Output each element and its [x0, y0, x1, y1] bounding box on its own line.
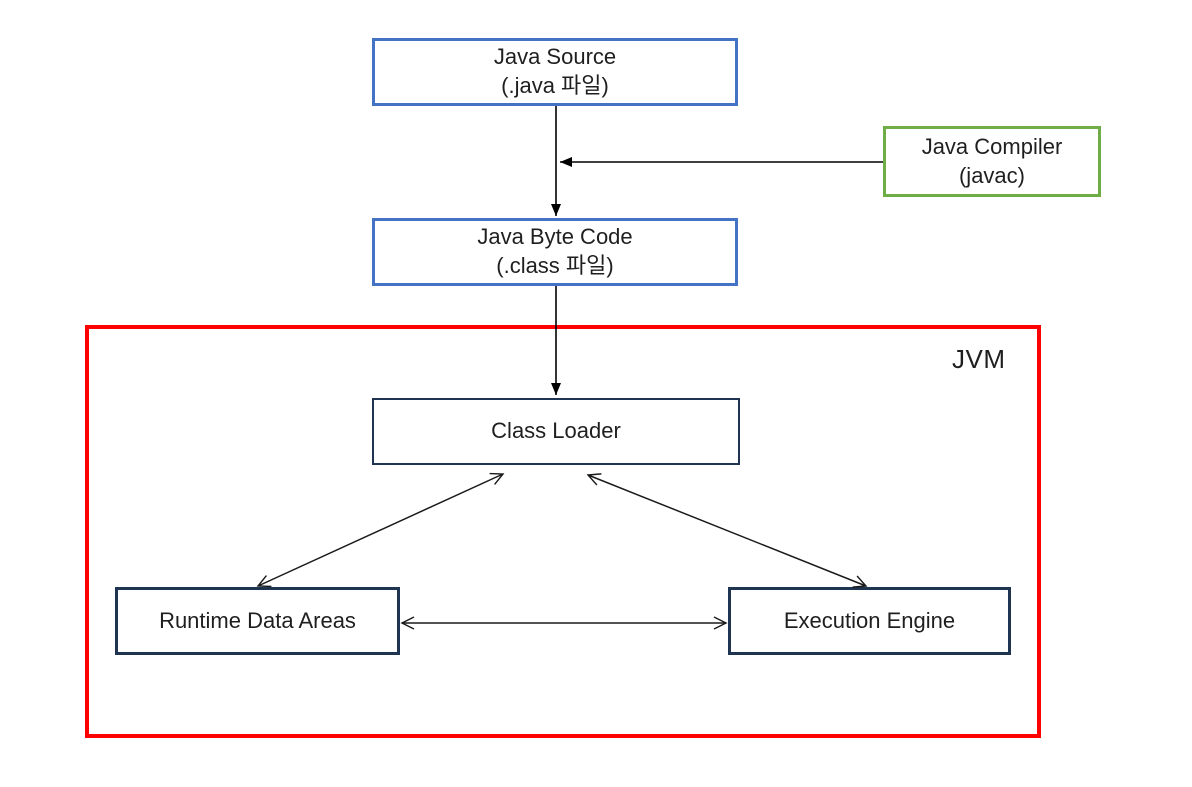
java-byte-code-title: Java Byte Code	[477, 224, 633, 250]
node-java-byte-code: Java Byte Code (.class 파일)	[372, 218, 738, 286]
java-source-title: Java Source	[493, 44, 617, 70]
node-class-loader: Class Loader	[372, 398, 740, 465]
node-java-source: Java Source (.java 파일)	[372, 38, 738, 106]
java-source-subtitle: (.java 파일)	[501, 73, 609, 98]
java-compiler-title: Java Compiler	[921, 133, 1063, 159]
jvm-container-box	[85, 325, 1041, 738]
class-loader-title: Class Loader	[491, 418, 621, 444]
node-java-compiler: Java Compiler (javac)	[883, 126, 1101, 197]
node-execution-engine: Execution Engine	[728, 587, 1011, 655]
jvm-label: JVM	[952, 344, 1006, 374]
java-compiler-subtitle: (javac)	[958, 162, 1025, 188]
node-runtime-data-areas: Runtime Data Areas	[115, 587, 400, 655]
java-byte-code-subtitle: (.class 파일)	[496, 253, 614, 278]
runtime-data-areas-title: Runtime Data Areas	[159, 607, 356, 633]
execution-engine-title: Execution Engine	[783, 607, 956, 633]
